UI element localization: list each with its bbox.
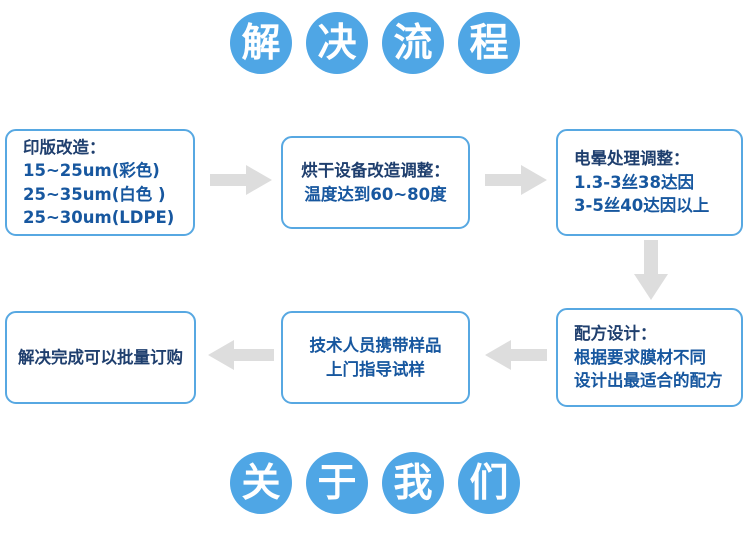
flow-box-line: 上门指导试样 — [326, 359, 425, 379]
flow-box-line: 温度达到60~80度 — [304, 184, 447, 204]
title-char-circle: 于 — [306, 452, 368, 514]
flow-box-formula-design: 配方设计： 根据要求膜材不同 设计出最适合的配方 — [556, 308, 743, 407]
arrow-right-icon — [485, 165, 547, 195]
title-char-circle: 我 — [382, 452, 444, 514]
section-title-about-us: 关 于 我 们 — [0, 452, 750, 514]
flow-box-line: 烘干设备改造调整： — [301, 161, 450, 181]
flow-box-line: 3-5丝40达因以上 — [574, 196, 710, 216]
flow-box-line: 印版改造： — [23, 137, 106, 157]
arrow-down-icon — [634, 240, 668, 300]
title-char-circle: 决 — [306, 12, 368, 74]
flow-box-line: 配方设计： — [574, 324, 657, 344]
title-char-circle: 关 — [230, 452, 292, 514]
flow-box-line: 电晕处理调整： — [574, 149, 690, 169]
section-title-solution-process: 解 决 流 程 — [0, 12, 750, 74]
flow-box-line: 技术人员携带样品 — [309, 336, 442, 356]
flow-box-corona-treatment: 电晕处理调整： 1.3-3丝38达因 3-5丝40达因以上 — [556, 129, 743, 236]
flow-box-line: 设计出最适合的配方 — [574, 371, 723, 391]
arrow-left-icon — [208, 340, 274, 370]
title-char-circle: 流 — [382, 12, 444, 74]
flow-box-line: 25~35um(白色 ) — [23, 184, 166, 204]
flow-box-line: 25~30um(LDPE) — [23, 207, 175, 227]
flow-box-line: 根据要求膜材不同 — [574, 347, 706, 367]
flow-box-bulk-order: 解决完成可以批量订购 — [5, 311, 196, 404]
flow-box-technician-onsite: 技术人员携带样品 上门指导试样 — [281, 311, 470, 404]
arrow-left-icon — [485, 340, 547, 370]
flow-box-line: 解决完成可以批量订购 — [18, 347, 183, 367]
flow-box-line: 1.3-3丝38达因 — [574, 172, 695, 192]
flow-box-line: 15~25um(彩色) — [23, 161, 160, 181]
flow-box-drying-equipment: 烘干设备改造调整： 温度达到60~80度 — [281, 136, 470, 229]
title-char-circle: 解 — [230, 12, 292, 74]
flow-box-plate-modification: 印版改造： 15~25um(彩色) 25~35um(白色 ) 25~30um(L… — [5, 129, 195, 236]
arrow-right-icon — [210, 165, 272, 195]
title-char-circle: 们 — [458, 452, 520, 514]
title-char-circle: 程 — [458, 12, 520, 74]
